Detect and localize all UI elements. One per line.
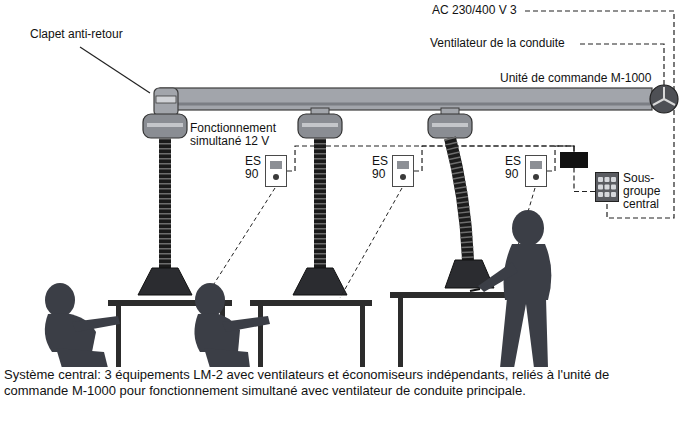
table-leg bbox=[360, 306, 365, 368]
housing-band bbox=[432, 123, 468, 127]
function-label: Fonctionnement simultané 12 V bbox=[188, 122, 284, 148]
welder-legs bbox=[56, 348, 108, 368]
hose-ribs bbox=[159, 138, 171, 268]
callout-label: Clapet anti-retour bbox=[30, 28, 123, 41]
welder-arm bbox=[478, 262, 518, 292]
welder-legs bbox=[500, 298, 548, 368]
sub-unit-cell bbox=[598, 177, 603, 182]
table-leg bbox=[258, 306, 263, 368]
unit-label: Unité de commande M-1000 bbox=[498, 72, 653, 85]
welder-body bbox=[45, 313, 96, 352]
label-text: Ventilateur de la conduite bbox=[430, 37, 565, 50]
duct-elbow bbox=[154, 88, 178, 116]
sub-unit-housing bbox=[596, 173, 619, 202]
duct-fan bbox=[650, 85, 678, 113]
economiser-device bbox=[265, 155, 287, 187]
extraction-hood bbox=[293, 268, 347, 295]
extraction-hose bbox=[314, 138, 326, 268]
hose-ribs bbox=[314, 138, 326, 268]
housing-band bbox=[147, 123, 183, 127]
welder-helmet bbox=[45, 283, 75, 317]
extraction-hose bbox=[450, 138, 468, 262]
device-button bbox=[400, 174, 406, 180]
extraction-hose bbox=[159, 138, 171, 268]
unit-label: Sous-groupe central bbox=[623, 172, 660, 211]
extraction-hood bbox=[138, 268, 192, 295]
sensor-wire bbox=[340, 188, 402, 298]
extractor-housing bbox=[143, 114, 187, 138]
welding-torch bbox=[470, 289, 480, 291]
sub-unit-cell bbox=[605, 185, 610, 190]
caption-box: Système central: 3 équipements LM-2 avec… bbox=[4, 367, 674, 399]
label-text: AC 230/400 V 3 bbox=[432, 4, 517, 17]
device-window bbox=[397, 161, 409, 169]
control-unit: Unité de commande M-1000 bbox=[560, 152, 588, 168]
sub-unit-cell bbox=[611, 192, 616, 197]
supply-label: AC 230/400 V 3 bbox=[432, 4, 517, 17]
welder-legs bbox=[204, 348, 250, 368]
housing-band bbox=[302, 123, 338, 127]
economiser-device bbox=[392, 155, 414, 187]
device-label: ES 90 bbox=[505, 155, 521, 181]
sub-unit-cell bbox=[598, 192, 603, 197]
economiser-device bbox=[525, 155, 547, 187]
table-leg bbox=[398, 298, 403, 368]
main-duct bbox=[160, 88, 652, 110]
sub-unit-symbol bbox=[595, 172, 619, 202]
sub-unit-cell bbox=[605, 177, 610, 182]
sub-unit-cell bbox=[598, 185, 603, 190]
hose-ribs bbox=[450, 138, 468, 262]
table-leg bbox=[116, 306, 121, 368]
leader-line bbox=[80, 47, 150, 93]
welder-helmet bbox=[195, 283, 225, 317]
fan-label: Ventilateur de la conduite bbox=[430, 37, 565, 50]
device-label: ES 90 bbox=[372, 155, 388, 181]
welder-helmet bbox=[512, 210, 544, 246]
check-valve bbox=[156, 96, 176, 103]
device-button bbox=[273, 174, 279, 180]
sub-unit-cell bbox=[611, 185, 616, 190]
work-table bbox=[390, 292, 520, 298]
device-button bbox=[533, 174, 539, 180]
sub-unit-cell bbox=[605, 192, 610, 197]
label-text: Clapet anti-retour bbox=[30, 28, 123, 41]
device-label: ES 90 bbox=[245, 155, 261, 181]
caption-text: Système central: 3 équipements LM-2 avec… bbox=[4, 367, 674, 399]
label-text: Fonctionnement simultané 12 V bbox=[188, 122, 284, 148]
sub-unit-box: Sous-groupe central bbox=[595, 172, 660, 211]
wire-connector bbox=[414, 146, 574, 171]
economiser-box: ES 90 bbox=[372, 155, 414, 187]
work-table bbox=[250, 300, 372, 306]
welder-body bbox=[194, 313, 240, 352]
extractor-housing bbox=[298, 114, 342, 138]
fan-blades bbox=[653, 87, 675, 105]
welder-arm bbox=[72, 316, 120, 332]
extractor-housing bbox=[428, 114, 472, 138]
welder-arm bbox=[222, 316, 270, 332]
device-window bbox=[530, 161, 542, 169]
sensor-wire bbox=[205, 188, 275, 298]
duct-shade bbox=[162, 103, 650, 106]
economiser-box: ES 90 bbox=[245, 155, 287, 187]
sub-unit-cell bbox=[611, 177, 616, 182]
device-window bbox=[270, 161, 282, 169]
wire-connector bbox=[574, 168, 595, 192]
economiser-box: ES 90 bbox=[505, 155, 547, 187]
